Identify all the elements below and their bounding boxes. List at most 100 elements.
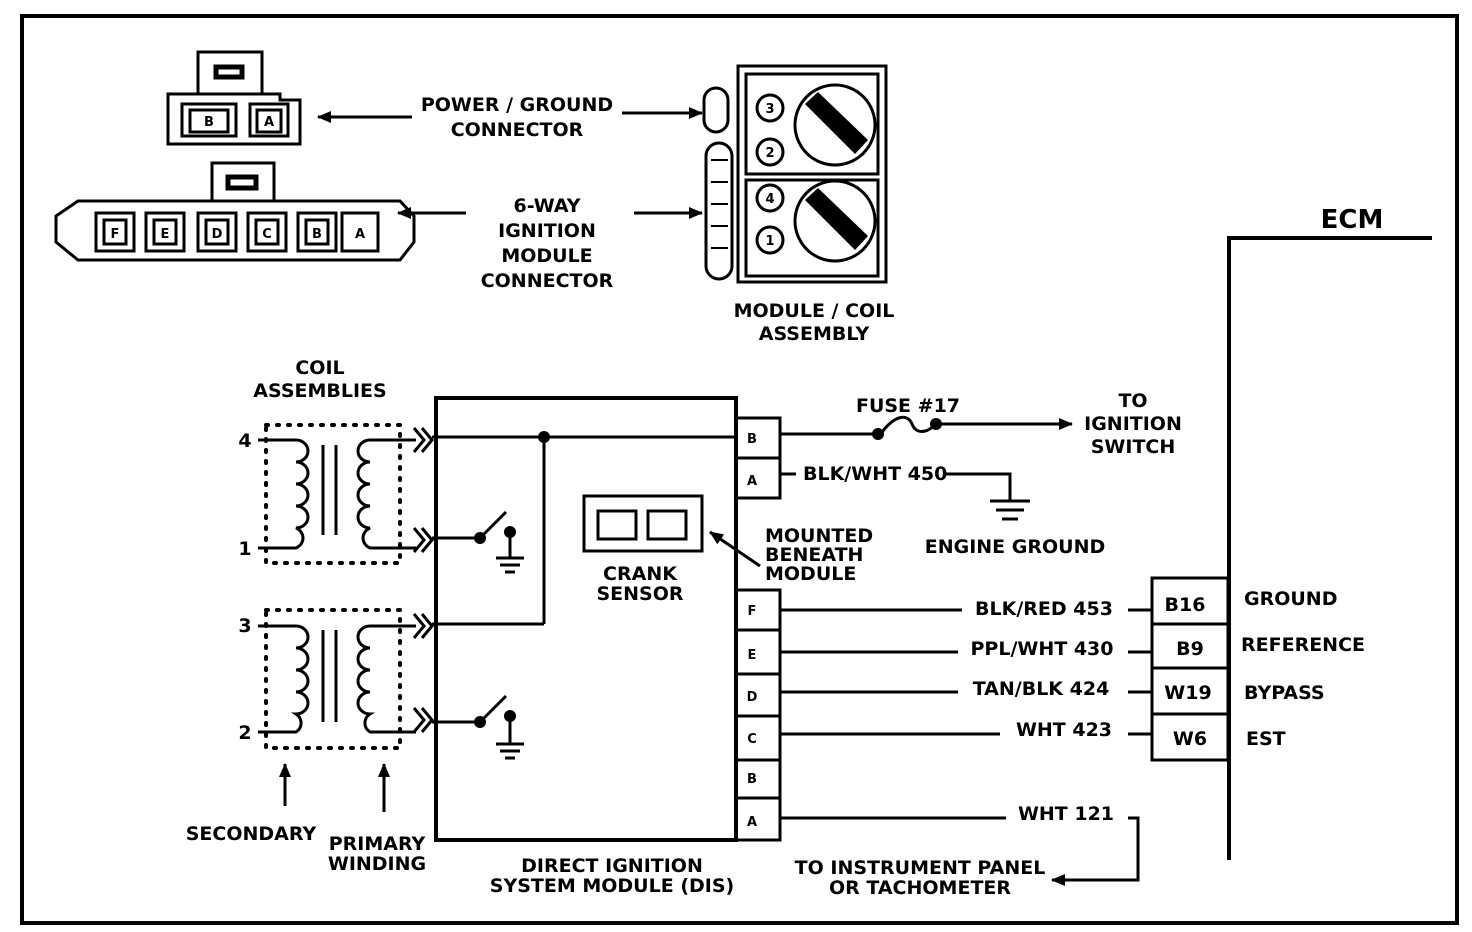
primary-winding-label: PRIMARY WINDING xyxy=(328,833,426,875)
ecm-label: ECM xyxy=(1321,205,1384,235)
dis-terminal-c: C xyxy=(747,732,757,747)
svg-text:ASSEMBLIES: ASSEMBLIES xyxy=(253,380,386,402)
dis-terminal-b-upper: B xyxy=(747,432,757,447)
ecm-est-label: EST xyxy=(1246,728,1286,750)
tower-number-4: 4 xyxy=(765,192,774,207)
tower-number-1: 1 xyxy=(765,234,774,249)
six-way-pin-a: A xyxy=(355,227,365,242)
fuse-17-label: FUSE #17 xyxy=(856,395,960,417)
svg-text:POWER / GROUND: POWER / GROUND xyxy=(421,94,613,116)
dis-terminal-blocks xyxy=(734,416,782,842)
coil-assembly-upper xyxy=(258,423,416,565)
svg-text:DIRECT IGNITION: DIRECT IGNITION xyxy=(521,855,703,877)
svg-text:MODULE: MODULE xyxy=(501,245,592,267)
fuse-17-symbol xyxy=(880,415,938,433)
dis-terminal-d: D xyxy=(747,690,758,705)
tower-number-2: 2 xyxy=(765,146,774,161)
dis-terminal-e: E xyxy=(748,648,757,663)
svg-text:SENSOR: SENSOR xyxy=(596,583,683,605)
ecm-pin-b16: B16 xyxy=(1165,594,1206,616)
secondary-label: SECONDARY xyxy=(186,823,317,845)
dis-terminal-a-upper: A xyxy=(747,474,757,489)
svg-text:TO INSTRUMENT PANEL: TO INSTRUMENT PANEL xyxy=(795,857,1046,879)
svg-text:PRIMARY: PRIMARY xyxy=(329,833,426,855)
diagram-border xyxy=(20,14,1459,925)
module-coil-assembly-drawing xyxy=(702,64,888,284)
svg-text:BENEATH: BENEATH xyxy=(765,544,863,566)
ecm-pin-blocks xyxy=(1150,576,1230,762)
mounted-beneath-module-label: MOUNTED BENEATH MODULE xyxy=(765,525,873,585)
ecm-bypass-label: BYPASS xyxy=(1244,682,1325,704)
switch-pivot-lower xyxy=(504,710,516,722)
six-way-pin-b: B xyxy=(312,227,322,242)
ecm-pin-w6: W6 xyxy=(1173,728,1207,750)
wht-423-label: WHT 423 xyxy=(1016,719,1112,741)
ppl-wht-430-label: PPL/WHT 430 xyxy=(971,638,1114,660)
switch-contact-lower xyxy=(474,716,486,728)
junction-dot xyxy=(538,431,550,443)
svg-text:CONNECTOR: CONNECTOR xyxy=(481,270,614,292)
power-pin-a-label: A xyxy=(264,115,274,130)
fuse-terminal-left xyxy=(872,428,884,440)
crank-sensor-label: CRANK SENSOR xyxy=(596,563,683,605)
six-way-connector-label: 6-WAY IGNITION MODULE CONNECTOR xyxy=(481,195,614,292)
module-coil-assembly-label: MODULE / COIL ASSEMBLY xyxy=(734,300,895,345)
coil-tower-hatch-upper xyxy=(805,92,868,154)
six-way-pin-e: E xyxy=(161,227,170,242)
ecm-pin-b9: B9 xyxy=(1176,638,1204,660)
svg-text:COIL: COIL xyxy=(295,357,344,379)
coil-assembly-lower xyxy=(258,608,416,750)
power-ground-connector-drawing xyxy=(166,50,302,146)
dis-module-box xyxy=(434,396,738,842)
six-way-pin-d: D xyxy=(212,227,223,242)
ecm-outline xyxy=(1227,236,1432,860)
switch-pivot-upper xyxy=(504,526,516,538)
six-way-pin-c: C xyxy=(262,227,272,242)
ecm-pin-w19: W19 xyxy=(1164,682,1211,704)
six-way-pin-f: F xyxy=(111,227,120,242)
switch-contact-upper xyxy=(474,532,486,544)
power-ground-connector-label: POWER / GROUND CONNECTOR xyxy=(421,94,613,141)
coil-number-1: 1 xyxy=(238,538,251,560)
dis-internal-wiring xyxy=(432,435,738,760)
svg-text:ASSEMBLY: ASSEMBLY xyxy=(759,323,870,345)
dis-terminal-f: F xyxy=(748,604,757,619)
svg-text:MODULE / COIL: MODULE / COIL xyxy=(734,300,895,322)
wire-to-instrument-panel xyxy=(1051,816,1140,886)
blk-red-453-label: BLK/RED 453 xyxy=(975,598,1113,620)
to-instrument-panel-label: TO INSTRUMENT PANEL OR TACHOMETER xyxy=(795,857,1046,899)
power-pin-b-label: B xyxy=(204,115,214,130)
dis-module-label: DIRECT IGNITION SYSTEM MODULE (DIS) xyxy=(490,855,734,897)
coil-assemblies-label: COIL ASSEMBLIES xyxy=(253,357,386,402)
coil-number-4: 4 xyxy=(238,430,251,452)
svg-text:SWITCH: SWITCH xyxy=(1091,436,1176,458)
svg-text:CRANK: CRANK xyxy=(603,563,678,585)
dis-terminal-a-lower: A xyxy=(747,815,757,830)
coil-number-3: 3 xyxy=(238,615,251,637)
coil-number-2: 2 xyxy=(238,722,251,744)
blk-wht-450-label: BLK/WHT 450 xyxy=(803,463,947,485)
ecm-reference-label: REFERENCE xyxy=(1241,634,1365,656)
svg-text:IGNITION: IGNITION xyxy=(498,220,596,242)
coil-tower-hatch-lower xyxy=(805,188,868,250)
svg-text:OR TACHOMETER: OR TACHOMETER xyxy=(829,877,1011,899)
svg-text:SYSTEM MODULE (DIS): SYSTEM MODULE (DIS) xyxy=(490,875,734,897)
svg-text:WINDING: WINDING xyxy=(328,853,426,875)
crank-sensor-drawing xyxy=(582,494,704,553)
tan-blk-424-label: TAN/BLK 424 xyxy=(973,678,1110,700)
svg-text:MODULE: MODULE xyxy=(765,563,856,585)
svg-text:MOUNTED: MOUNTED xyxy=(765,525,873,547)
ecm-ground-label: GROUND xyxy=(1244,588,1337,610)
svg-text:6-WAY: 6-WAY xyxy=(513,195,580,217)
coil-connector-chevrons xyxy=(412,427,434,733)
six-way-connector-drawing xyxy=(54,161,416,262)
svg-text:CONNECTOR: CONNECTOR xyxy=(451,119,584,141)
svg-text:TO: TO xyxy=(1118,390,1147,412)
mounted-beneath-arrow xyxy=(709,530,761,568)
svg-text:IGNITION: IGNITION xyxy=(1084,413,1182,435)
wht-121-label: WHT 121 xyxy=(1018,803,1114,825)
dis-terminal-b-lower: B xyxy=(747,772,757,787)
fuse-terminal-right xyxy=(930,418,942,430)
to-ignition-switch-label: TO IGNITION SWITCH xyxy=(1084,390,1182,458)
